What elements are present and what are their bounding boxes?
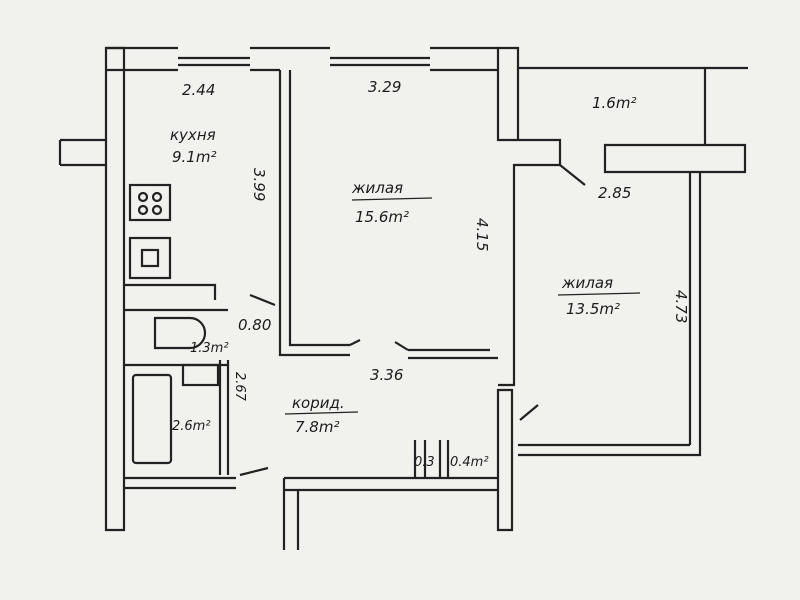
toilet-area: 1.3m² (190, 341, 229, 356)
bath-depth-label: 2.67 (232, 372, 247, 402)
walls (58, 46, 748, 550)
closet-width-label: 0.3 (414, 455, 435, 470)
living2-area: 13.5m² (566, 300, 620, 318)
door-width-label: 0.80 (238, 316, 271, 334)
living2-depth-label: 4.73 (672, 290, 690, 323)
closet-area: 0.4m² (450, 455, 489, 470)
living1-area: 15.6m² (355, 208, 409, 226)
sink-icon (128, 236, 172, 280)
bath-area: 2.6m² (172, 419, 211, 434)
living2-name: жилая (561, 274, 613, 292)
fixtures (128, 164, 586, 477)
living1-depth-label: 4.15 (473, 218, 491, 251)
kitchen-depth-label: 3.99 (250, 168, 268, 201)
corridor-length-label: 3.36 (370, 366, 403, 384)
balcony-area-label: 1.6m² (592, 94, 636, 112)
bathtub-icon (131, 373, 173, 465)
stove-icon (128, 183, 172, 222)
kitchen-width-label: 2.44 (182, 81, 215, 99)
toilet-icon (153, 316, 207, 350)
kitchen-area: 9.1m² (172, 148, 216, 166)
corridor-area: 7.8m² (295, 418, 339, 436)
living2-width-label: 2.85 (598, 184, 631, 202)
corridor-name: корид. (292, 394, 345, 412)
washbasin-icon (181, 363, 220, 387)
living1-width-label: 3.29 (368, 78, 401, 96)
living1-name: жилая (351, 179, 403, 197)
kitchen-name: кухня (170, 126, 216, 144)
